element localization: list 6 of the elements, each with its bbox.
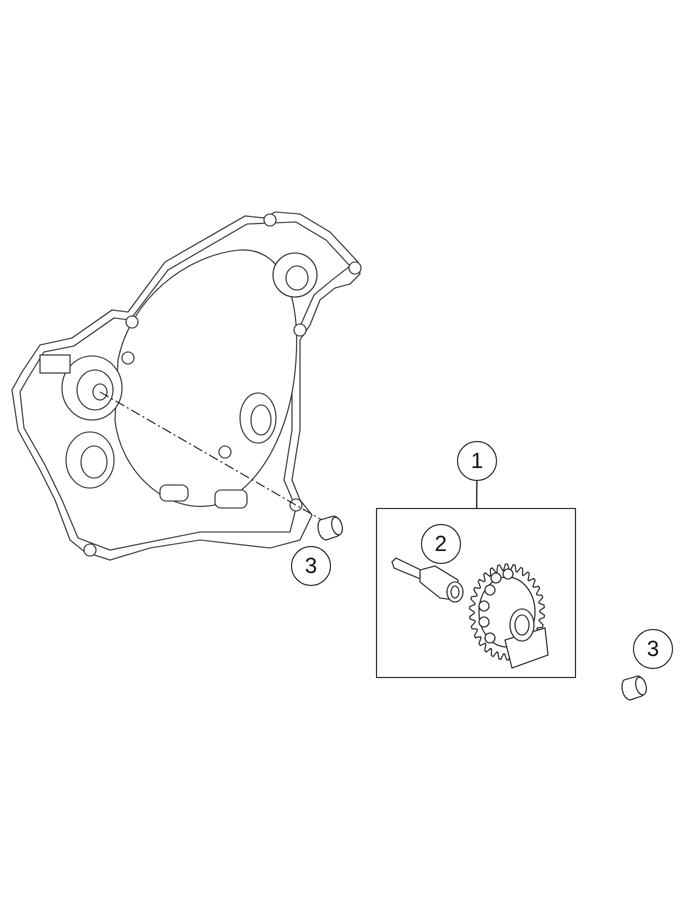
callout-number: 1 [457,441,497,481]
callout-number: 3 [633,629,673,669]
callout-number: 3 [291,546,331,586]
parts-kit-frame [376,508,576,678]
leader-line [476,481,478,508]
callout-number: 2 [420,524,461,564]
